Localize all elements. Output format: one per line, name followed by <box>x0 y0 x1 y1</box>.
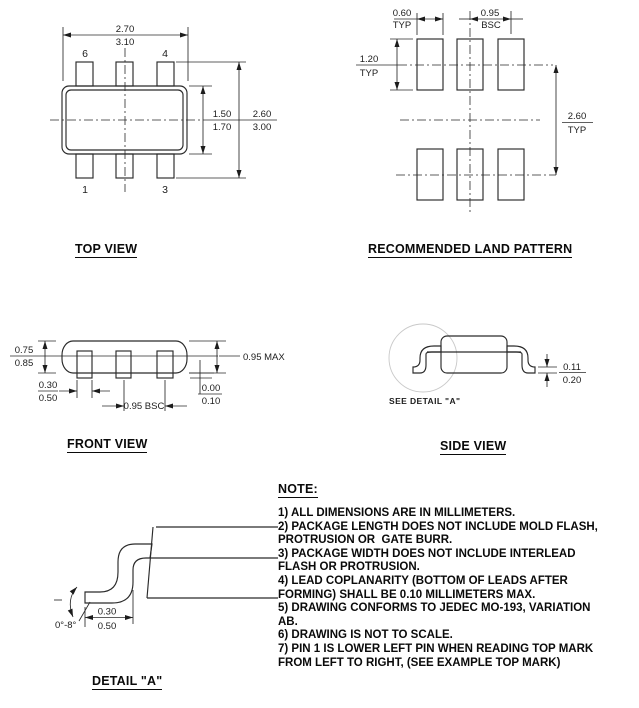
front-view-title: FRONT VIEW <box>67 437 148 453</box>
dim-pad-height: 1.20 TYP <box>356 38 413 91</box>
dim-row-span: 2.60 TYP <box>553 65 593 175</box>
land-pattern-title: RECOMMENDED LAND PATTERN <box>368 242 573 258</box>
note-line: 4) LEAD COPLANARITY (BOTTOM OF LEADS AFT… <box>278 574 568 587</box>
dim-pad-width: 0.60 TYP <box>393 8 444 35</box>
side-view-right-lead <box>506 345 536 374</box>
front-view-pins <box>76 350 174 379</box>
pin-label-1: 1 <box>82 184 88 196</box>
top-view-pins <box>75 61 175 179</box>
svg-text:0.20: 0.20 <box>563 375 582 386</box>
svg-text:2.70: 2.70 <box>116 24 135 35</box>
svg-text:0.30: 0.30 <box>98 607 117 618</box>
svg-text:0.10: 0.10 <box>202 396 221 407</box>
svg-text:0.85: 0.85 <box>15 358 34 369</box>
detail-a-body <box>146 526 278 599</box>
notes-list: 1) ALL DIMENSIONS ARE IN MILLIMETERS.2) … <box>278 507 634 670</box>
side-view-drawing: 0.11 0.20 SEE DETAIL "A" <box>388 323 586 406</box>
svg-text:TYP: TYP <box>568 125 586 136</box>
dim-lead-pitch: 0.95 BSC <box>102 380 187 412</box>
dim-body-height: 0.75 0.85 <box>10 340 56 374</box>
dim-package-length: 2.70 3.10 <box>62 24 189 81</box>
pin-label-6: 6 <box>82 48 88 60</box>
svg-text:0.60: 0.60 <box>393 8 412 19</box>
top-view-centerlines <box>50 48 200 192</box>
dim-foot-length: 0.30 0.50 <box>84 590 134 632</box>
svg-text:TYP: TYP <box>393 20 411 31</box>
pin-label-4: 4 <box>162 48 168 60</box>
front-view-drawing: 0.75 0.85 0.95 MAX 0.30 0.50 0.95 BSC <box>10 340 285 412</box>
note-line: FLASH OR PROTRUSION. <box>278 561 420 574</box>
svg-text:1.20: 1.20 <box>360 54 379 65</box>
dim-overall-width: 2.60 3.00 <box>176 61 272 179</box>
dim-lead-angle: 0°-8° <box>54 586 91 631</box>
notes-title: NOTE: <box>278 482 318 498</box>
top-view-title: TOP VIEW <box>75 242 138 258</box>
dim-lead-thickness: 0.11 0.20 <box>538 354 586 387</box>
svg-text:0.50: 0.50 <box>39 393 58 404</box>
svg-text:0.75: 0.75 <box>15 345 34 356</box>
svg-text:0.11: 0.11 <box>563 362 581 373</box>
svg-text:0.95: 0.95 <box>481 8 500 19</box>
note-line: 2) PACKAGE LENGTH DOES NOT INCLUDE MOLD … <box>278 520 598 533</box>
detail-a-lead <box>84 543 153 604</box>
dim-standoff: 0.00 0.10 <box>189 360 222 407</box>
note-line: FROM LEFT TO RIGHT, (SEE EXAMPLE TOP MAR… <box>278 656 561 669</box>
svg-text:BSC: BSC <box>481 20 501 31</box>
dim-body-width: 1.50 1.70 <box>189 85 277 155</box>
side-view-body <box>440 335 508 374</box>
pin-label-3: 3 <box>162 184 168 196</box>
svg-text:3.00: 3.00 <box>253 122 272 133</box>
note-line: PROTRUSION OR GATE BURR. <box>278 534 453 547</box>
svg-text:1.50: 1.50 <box>213 109 232 120</box>
note-line: 3) PACKAGE WIDTH DOES NOT INCLUDE INTERL… <box>278 547 576 560</box>
dim-pitch: 0.95 BSC <box>459 8 523 34</box>
note-line: 5) DRAWING CONFORMS TO JEDEC MO-193, VAR… <box>278 602 591 615</box>
dim-lead-width: 0.30 0.50 <box>38 380 110 404</box>
note-line: AB. <box>278 615 298 628</box>
svg-text:0.95 MAX: 0.95 MAX <box>243 352 285 363</box>
top-view-drawing: 6 4 1 3 2.70 3.10 1.50 1.70 2.60 3.00 <box>50 24 277 196</box>
detail-a-callout-circle <box>388 323 458 393</box>
svg-text:0.50: 0.50 <box>98 621 117 632</box>
land-pattern-centerlines <box>396 11 556 212</box>
note-line: 6) DRAWING IS NOT TO SCALE. <box>278 629 453 642</box>
side-view-title: SIDE VIEW <box>440 439 507 455</box>
detail-a-drawing: 0.30 0.50 0°-8° <box>54 526 278 632</box>
note-line: 7) PIN 1 IS LOWER LEFT PIN WHEN READING … <box>278 642 594 655</box>
svg-text:0.95 BSC: 0.95 BSC <box>124 401 165 412</box>
svg-text:2.60: 2.60 <box>568 111 587 122</box>
svg-text:0°-8°: 0°-8° <box>55 620 77 631</box>
svg-text:1.70: 1.70 <box>213 122 232 133</box>
svg-text:0.30: 0.30 <box>39 380 58 391</box>
land-pattern-pads <box>416 38 525 201</box>
svg-text:TYP: TYP <box>360 68 378 79</box>
svg-text:2.60: 2.60 <box>253 109 272 120</box>
side-view-left-lead <box>412 345 442 374</box>
land-pattern-drawing: 0.60 TYP 0.95 BSC 1.20 TYP 2.60 TYP <box>356 8 593 212</box>
dim-max-height: 0.95 MAX <box>189 340 285 374</box>
svg-text:3.10: 3.10 <box>116 37 135 48</box>
detail-a-title: DETAIL "A" <box>92 674 163 690</box>
note-line: 1) ALL DIMENSIONS ARE IN MILLIMETERS. <box>278 507 516 519</box>
front-view-body <box>61 340 188 374</box>
svg-text:0.00: 0.00 <box>202 383 221 394</box>
note-line: FORMING) SHALL BE 0.10 MILLIMETERS MAX. <box>278 588 536 601</box>
see-detail-a-label: SEE DETAIL "A" <box>389 396 460 406</box>
